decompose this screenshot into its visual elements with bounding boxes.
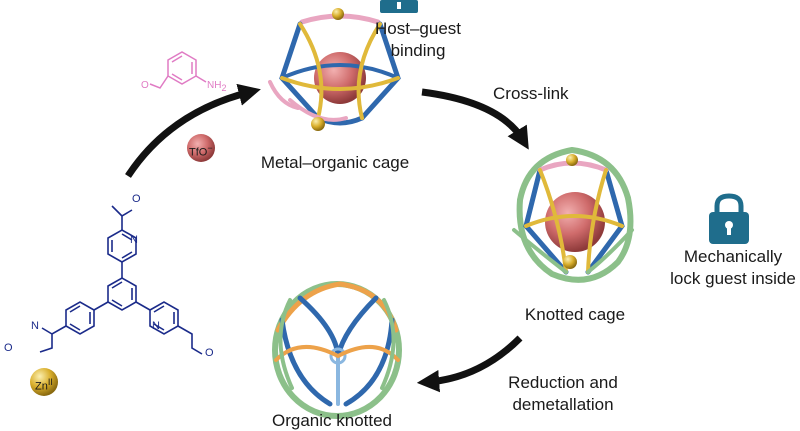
metal-organic-cage-label: Metal–organic cage (260, 153, 410, 172)
organic-knotted-label: Organic knotted (271, 411, 393, 430)
zinc-sphere (30, 368, 58, 396)
zn-label: ZnII (35, 377, 53, 393)
arrow-cross-link (421, 88, 529, 150)
cross-link-label: Cross-link (493, 84, 569, 103)
lock-guest-inside-label: lock guest inside (670, 269, 796, 288)
triflate-sphere (187, 134, 215, 162)
ligand-molecule (39, 205, 203, 355)
host-guest-label: Host–guest (375, 19, 461, 38)
amine-label: NH2 (207, 80, 227, 93)
organic-knotted-cage (272, 281, 402, 419)
methoxy-oxygen-label: O (141, 80, 149, 91)
pyridine-nitrogen-top: N (130, 234, 138, 246)
demetallation-label: demetallation (512, 395, 614, 414)
knotted-cage-label: Knotted cage (524, 305, 626, 324)
binding-label: binding (390, 41, 446, 60)
pyridine-nitrogen-left: N (31, 320, 39, 332)
knotted-cage (512, 146, 634, 283)
tfo-label: TfO− (189, 143, 213, 159)
host-guest-lock-icon (380, 0, 418, 13)
reduction-label: Reduction and (508, 373, 618, 392)
arrow-reduction (416, 335, 523, 393)
padlock-icon (709, 193, 749, 244)
mechanically-label: Mechanically (683, 247, 783, 266)
aldehyde-oxygen-right: O (205, 347, 214, 359)
aldehyde-oxygen-left: O (4, 342, 13, 354)
aldehyde-oxygen-top: O (132, 193, 141, 205)
scheme-canvas (30, 0, 749, 419)
metal-organic-cage (268, 8, 401, 131)
pyridine-nitrogen-right: N (152, 320, 160, 332)
arrow-assembly (125, 83, 261, 178)
aniline-molecule (149, 51, 207, 89)
